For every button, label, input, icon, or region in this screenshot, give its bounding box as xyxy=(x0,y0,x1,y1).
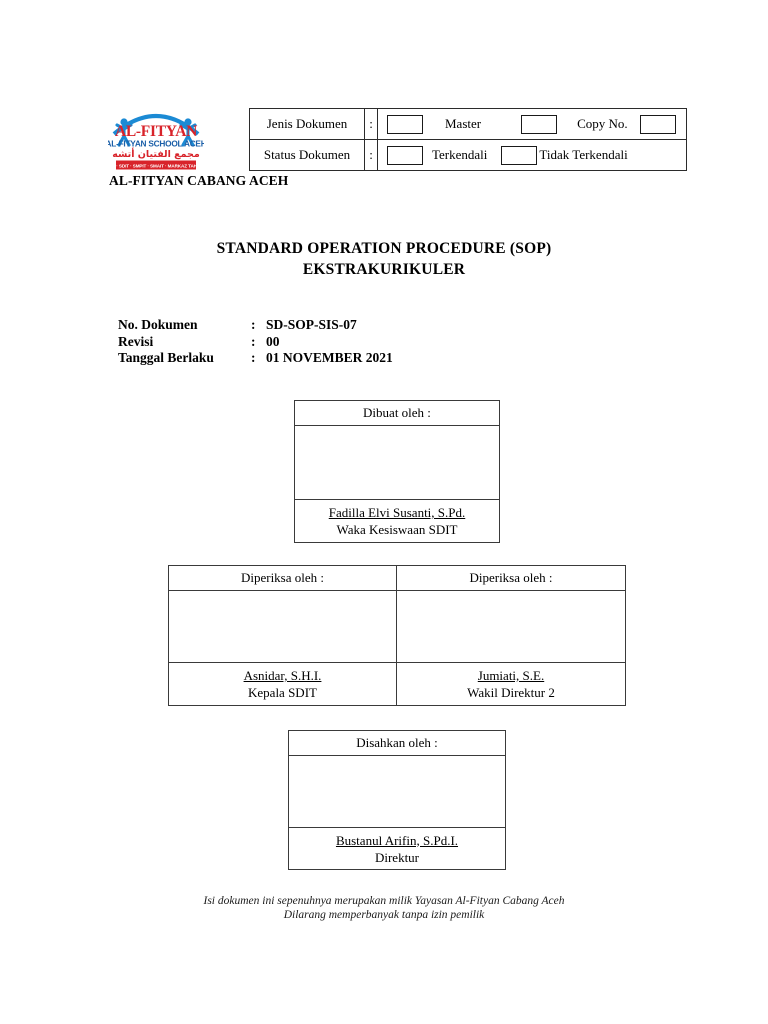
meta-colon-tanggal-berlaku: : xyxy=(251,350,256,366)
fields-status-dokumen: Terkendali Tidak Terkendali xyxy=(377,139,687,171)
meta-row-tanggal-berlaku: Tanggal Berlaku : 01 NOVEMBER 2021 xyxy=(118,350,393,367)
signature-heading-dibuat-oleh: Dibuat oleh : xyxy=(295,401,499,426)
footer-line-1: Isi dokumen ini sepenuhnya merupakan mil… xyxy=(203,895,565,907)
document-header: AL-FITYAN AL-FITYAN SCHOOL ACEH مجمع الف… xyxy=(0,0,768,200)
page-title-line-1: STANDARD OPERATION PROCEDURE (SOP) xyxy=(216,240,552,257)
signatory-role-diperiksa-2: Wakil Direktur 2 xyxy=(467,685,555,700)
copy-no-label: Copy No. xyxy=(577,116,628,131)
copy-no-input[interactable] xyxy=(639,114,676,134)
signature-heading-diperiksa-1: Diperiksa oleh : xyxy=(169,566,396,591)
signature-area-diperiksa-1[interactable] xyxy=(169,591,396,663)
page-title: STANDARD OPERATION PROCEDURE (SOP) EKSTR… xyxy=(0,238,768,280)
meta-key-revisi: Revisi xyxy=(118,333,154,349)
signatory-name-dibuat-oleh: Fadilla Elvi Susanti, S.Pd. xyxy=(328,505,466,520)
signature-area-diperiksa-2[interactable] xyxy=(397,591,625,663)
meta-colon-revisi: : xyxy=(251,333,256,349)
meta-value-no-dokumen: SD-SOP-SIS-07 xyxy=(266,317,357,332)
meta-key-no-dokumen: No. Dokumen xyxy=(118,317,198,332)
signatory-role-diperiksa-1: Kepala SDIT xyxy=(248,685,317,700)
signature-column-diperiksa-1: Diperiksa oleh : Asnidar, S.H.I. Kepala … xyxy=(169,566,397,705)
table-row-status-dokumen: Status Dokumen : Terkendali Tidak Terken… xyxy=(249,139,687,171)
document-control-table: Jenis Dokumen : Master Copy No. xyxy=(249,108,687,171)
signature-heading-disahkan-oleh: Disahkan oleh : xyxy=(289,731,505,756)
table-row-jenis-dokumen: Jenis Dokumen : Master Copy No. xyxy=(249,108,687,140)
signatory-role-disahkan-oleh: Direktur xyxy=(374,849,420,865)
fields-jenis-dokumen: Master Copy No. xyxy=(377,108,687,140)
terkendali-label: Terkendali xyxy=(432,147,488,162)
signature-footer-dibuat-oleh: Fadilla Elvi Susanti, S.Pd. Waka Kesiswa… xyxy=(295,500,499,542)
signature-area-disahkan-oleh[interactable] xyxy=(289,756,505,828)
signature-column-diperiksa-2: Diperiksa oleh : Jumiati, S.E. Wakil Dir… xyxy=(397,566,625,705)
copy-no-checkbox[interactable] xyxy=(521,114,558,134)
svg-text:AL-FITYAN SCHOOL ACEH: AL-FITYAN SCHOOL ACEH xyxy=(108,139,204,149)
signatory-role-dibuat-oleh: Waka Kesiswaan SDIT xyxy=(336,522,458,537)
page-title-line-2: EKSTRAKURIKULER xyxy=(302,261,466,278)
signature-footer-diperiksa-1: Asnidar, S.H.I. Kepala SDIT xyxy=(169,663,396,705)
signature-area-dibuat-oleh[interactable] xyxy=(295,426,499,500)
label-jenis-dokumen: Jenis Dokumen xyxy=(249,108,365,140)
meta-value-tanggal-berlaku: 01 NOVEMBER 2021 xyxy=(266,350,393,366)
document-metadata: No. Dokumen : SD-SOP-SIS-07 Revisi : 00 … xyxy=(118,317,393,367)
colon-status-dokumen: : xyxy=(364,139,378,171)
signatory-name-diperiksa-2: Jumiati, S.E. xyxy=(477,668,545,683)
signature-footer-disahkan-oleh: Bustanul Arifin, S.Pd.I. Direktur xyxy=(289,828,505,869)
master-checkbox[interactable] xyxy=(387,114,423,134)
label-status-dokumen: Status Dokumen xyxy=(249,139,365,171)
signature-box-diperiksa-oleh: Diperiksa oleh : Asnidar, S.H.I. Kepala … xyxy=(168,565,626,706)
signatory-name-disahkan-oleh: Bustanul Arifin, S.Pd.I. xyxy=(335,832,459,848)
svg-text:مجمع الفتيان أتشه: مجمع الفتيان أتشه xyxy=(112,147,200,160)
organization-name: AL-FITYAN CABANG ACEH xyxy=(109,173,289,188)
terkendali-checkbox[interactable] xyxy=(387,145,423,165)
meta-row-revisi: Revisi : 00 xyxy=(118,334,393,351)
signature-box-dibuat-oleh: Dibuat oleh : Fadilla Elvi Susanti, S.Pd… xyxy=(294,400,500,543)
tidak-terkendali-label: Tidak Terkendali xyxy=(539,147,628,162)
logo-graphic: AL-FITYAN AL-FITYAN SCHOOL ACEH مجمع الف… xyxy=(108,114,204,170)
svg-text:AL-FITYAN: AL-FITYAN xyxy=(115,123,197,140)
al-fityan-logo: AL-FITYAN AL-FITYAN SCHOOL ACEH مجمع الف… xyxy=(108,100,204,172)
meta-row-no-dokumen: No. Dokumen : SD-SOP-SIS-07 xyxy=(118,317,393,334)
meta-value-revisi: 00 xyxy=(266,333,280,349)
signature-footer-diperiksa-2: Jumiati, S.E. Wakil Direktur 2 xyxy=(397,663,625,705)
colon-jenis-dokumen: : xyxy=(364,108,378,140)
tidak-terkendali-checkbox[interactable] xyxy=(501,145,538,165)
svg-text:TKIT · SDIT · SMPIT · SMAIT ·: TKIT · SDIT · SMPIT · SMAIT · MARKAZ TAH… xyxy=(108,163,204,168)
document-footer: Isi dokumen ini sepenuhnya merupakan mil… xyxy=(0,894,768,922)
signature-box-disahkan-oleh: Disahkan oleh : Bustanul Arifin, S.Pd.I.… xyxy=(288,730,506,870)
master-label: Master xyxy=(445,116,482,131)
footer-line-2: Dilarang memperbanyak tanpa izin pemilik xyxy=(283,909,485,921)
meta-key-tanggal-berlaku: Tanggal Berlaku xyxy=(118,350,214,366)
signatory-name-diperiksa-1: Asnidar, S.H.I. xyxy=(243,668,322,683)
signature-heading-diperiksa-2: Diperiksa oleh : xyxy=(397,566,625,591)
meta-colon-no-dokumen: : xyxy=(251,317,256,332)
